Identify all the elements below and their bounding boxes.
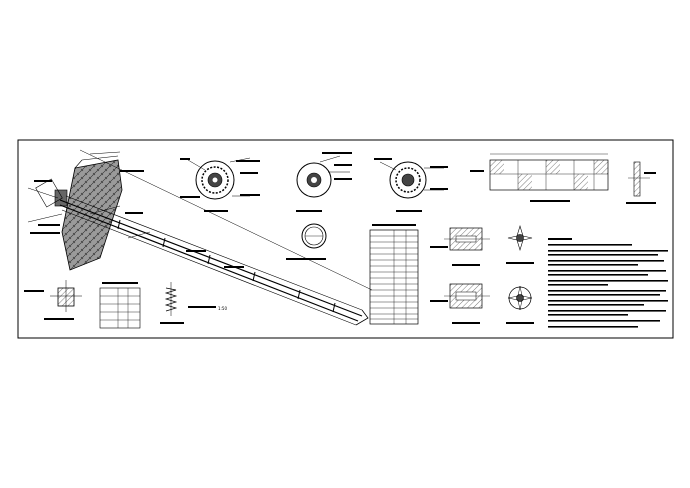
side-detail <box>626 161 656 204</box>
pipe-section-circle <box>286 223 327 260</box>
section-circle-1 <box>180 157 260 212</box>
drawing-frame <box>17 139 674 339</box>
rect-section-2 <box>430 283 490 324</box>
slope-plan-grid <box>470 153 609 202</box>
anchor-head-section <box>24 280 82 320</box>
spacer-detail <box>160 282 184 324</box>
anchor-elevation-view: 1:50 <box>27 149 373 326</box>
centralizer-detail-1 <box>506 224 534 264</box>
anchor-tendon <box>59 195 369 326</box>
section-circle-3 <box>374 158 448 212</box>
slope-rock-block <box>61 159 123 271</box>
scale-label-main: 1:50 <box>218 306 227 311</box>
material-table <box>369 224 419 325</box>
quantity-table-small <box>99 282 141 329</box>
rect-section-1 <box>430 227 490 266</box>
design-notes <box>548 238 668 328</box>
anchor-head-plate <box>54 189 68 207</box>
centralizer-detail-2 <box>506 285 534 324</box>
section-circle-2 <box>296 152 352 212</box>
